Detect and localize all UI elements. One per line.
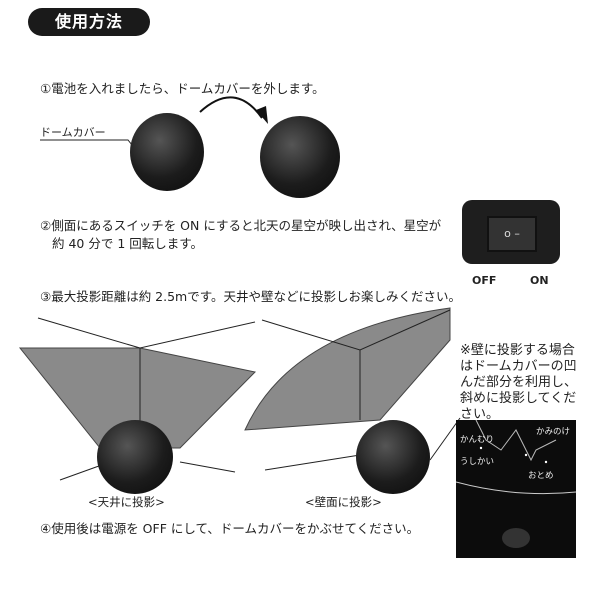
wall-projector: [356, 420, 430, 494]
wall-floor-line-right: [429, 417, 461, 461]
switch-rocker-icon: o –: [487, 216, 537, 252]
step-2-line-1: ②側面にあるスイッチを ON にすると北天の星空が映し出され、星空が: [40, 218, 442, 233]
projector-without-dome: [260, 116, 340, 198]
power-switch: o –: [462, 200, 560, 264]
arrow-head-icon: [256, 106, 268, 124]
dome-cover-label: ドームカバー: [40, 126, 106, 139]
step-1: ①電池を入れましたら、ドームカバーを外します。: [40, 81, 325, 96]
star: [544, 460, 548, 464]
ceiling-beam: [18, 347, 257, 449]
star-map: かんむり うしかい おとめ かみのけ: [456, 420, 576, 548]
photo-projector: [502, 528, 530, 548]
photo-label-ushikai: うしかい: [460, 457, 494, 467]
section-title: 使用方法: [28, 8, 150, 36]
label-leader-line: [40, 139, 141, 156]
floor-line-right: [179, 461, 236, 473]
step-2-line-2: 約 40 分で 1 回転します。: [52, 236, 204, 251]
ceiling-corner-line: [37, 317, 256, 349]
switch-on-label: ON: [530, 274, 549, 287]
wall-note: ※壁に投影する場合はドームカバーの凹んだ部分を利用し、斜めに投影してください。: [460, 343, 578, 422]
projection-photo: かんむり うしかい おとめ かみのけ: [456, 420, 576, 558]
arrow-icon: [199, 96, 263, 119]
step-3: ③最大投影距離は約 2.5mです。天井や壁などに投影しお楽しみください。: [40, 289, 461, 304]
wall-label: <壁面に投影>: [305, 495, 382, 509]
step-4: ④使用後は電源を OFF にして、ドームカバーをかぶせてください。: [40, 521, 420, 536]
photo-label-kaminoke: かみのけ: [536, 427, 570, 437]
wall-floor-line-left: [264, 454, 361, 471]
wall-beam: [244, 307, 451, 431]
photo-label-otome: おとめ: [528, 471, 554, 481]
constellation-lines: [475, 420, 557, 462]
photo-label-kanmuri: かんむり: [460, 435, 494, 445]
switch-off-label: OFF: [472, 274, 497, 287]
star: [479, 446, 483, 450]
ceiling-projector: [97, 420, 173, 494]
projector-with-dome: [130, 113, 204, 191]
star: [524, 453, 528, 457]
ceiling-label: <天井に投影>: [88, 495, 165, 509]
horizon-line: [456, 481, 576, 495]
